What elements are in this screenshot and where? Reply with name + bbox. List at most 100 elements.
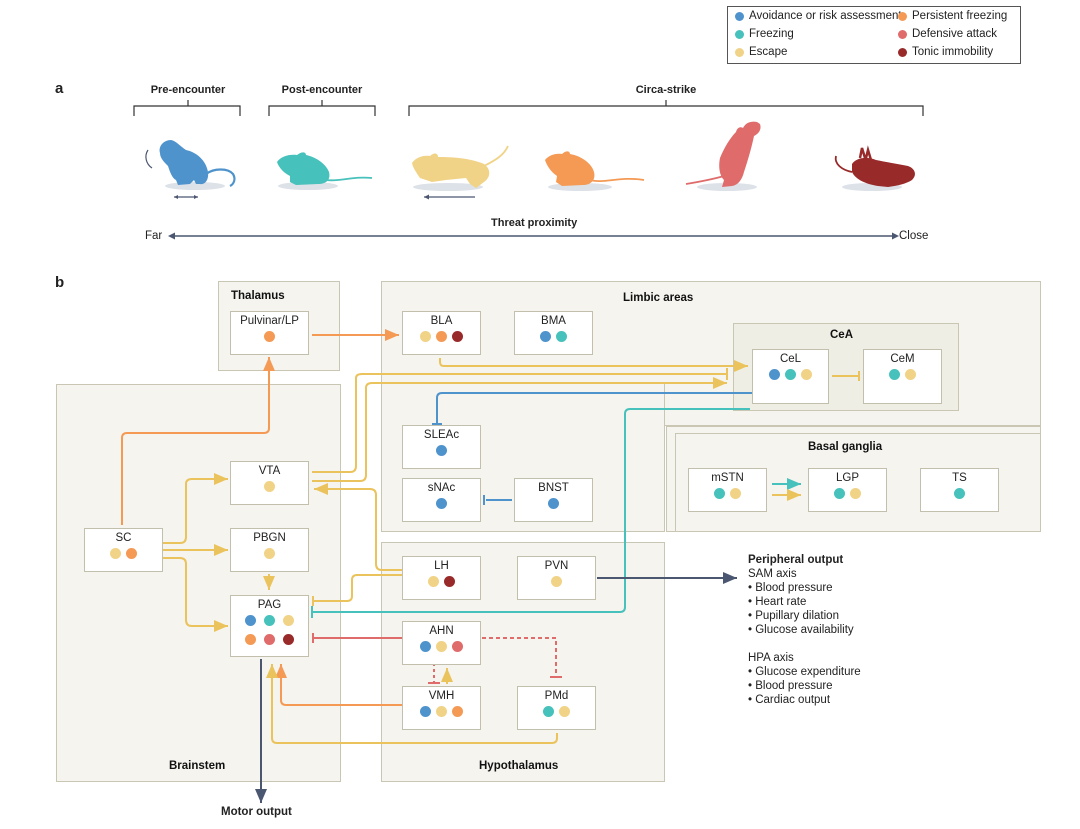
legend-label: Escape bbox=[749, 46, 788, 58]
output-list-item: • Blood pressure bbox=[748, 582, 833, 594]
panel-a-letter: a bbox=[55, 80, 64, 97]
node-label: LH bbox=[434, 560, 449, 572]
axis-label-far: Far bbox=[145, 230, 163, 242]
behavior-dot-escape bbox=[283, 615, 294, 626]
behavior-dots bbox=[864, 369, 941, 380]
phase-label-post-encounter: Post-encounter bbox=[281, 84, 363, 96]
behavior-dot-freezing bbox=[785, 369, 796, 380]
mouse-defensive-attack-icon bbox=[685, 121, 761, 187]
peripheral-output: Peripheral output SAM axis • Blood press… bbox=[748, 553, 861, 707]
behavior-dot-defensive-attack bbox=[452, 641, 463, 652]
legend-label: Defensive attack bbox=[912, 28, 998, 40]
output-list-item: • Glucose availability bbox=[748, 624, 854, 636]
edge-vta-cel bbox=[312, 377, 727, 482]
behavior-dot-persistent-freezing bbox=[264, 331, 275, 342]
axis-arrow-right-icon bbox=[892, 232, 899, 240]
head-turn-arrow-icon bbox=[145, 149, 153, 169]
edge-ahn-pmd bbox=[482, 637, 557, 676]
legend-dot-icon bbox=[898, 29, 907, 39]
behavior-dot-escape bbox=[428, 576, 439, 587]
output-list-item: • Heart rate bbox=[748, 596, 807, 608]
node-bla: BLA bbox=[402, 311, 481, 355]
edge-bla-cel bbox=[439, 358, 733, 367]
legend-dot-icon bbox=[898, 47, 907, 57]
node-label: BNST bbox=[538, 482, 569, 494]
node-pag: PAG bbox=[230, 595, 309, 657]
behavior-legend: Avoidance or risk assessment Freezing Es… bbox=[727, 6, 1021, 64]
behavior-dot-avoidance bbox=[436, 498, 447, 509]
node-label: PAG bbox=[257, 599, 282, 611]
behavior-dot-avoidance bbox=[540, 331, 551, 342]
node-label: BMA bbox=[541, 315, 566, 327]
behavior-dot-freezing bbox=[954, 488, 965, 499]
node-cem: CeM bbox=[863, 349, 942, 404]
node-ahn: AHN bbox=[402, 621, 481, 665]
behavior-dot-freezing bbox=[889, 369, 900, 380]
node-label: BLA bbox=[430, 315, 453, 327]
behavior-dot-persistent-freezing bbox=[126, 548, 137, 559]
behavior-dots bbox=[689, 488, 766, 499]
legend-item-escape: Escape bbox=[735, 46, 787, 58]
behavior-dots bbox=[753, 369, 828, 380]
node-lgp: LGP bbox=[808, 468, 887, 512]
region-title-brainstem: Brainstem bbox=[169, 760, 226, 772]
edge-cea-pag bbox=[313, 408, 750, 613]
threat-proximity-title: Threat proximity bbox=[491, 217, 578, 229]
behavior-dot-escape bbox=[551, 576, 562, 587]
node-ts: TS bbox=[920, 468, 999, 512]
node-pbgn: PBGN bbox=[230, 528, 309, 572]
output-list-item: • Blood pressure bbox=[748, 680, 833, 692]
behavior-dot-escape bbox=[850, 488, 861, 499]
legend-label: Tonic immobility bbox=[912, 46, 994, 58]
edge-cel-sleac bbox=[436, 392, 752, 423]
behavior-dots bbox=[518, 576, 595, 587]
hpa-axis-title: HPA axis bbox=[748, 652, 794, 664]
legend-dot-icon bbox=[898, 11, 907, 21]
legend-label: Freezing bbox=[749, 28, 794, 40]
node-snac: sNAc bbox=[402, 478, 481, 522]
behavior-dot-escape bbox=[264, 548, 275, 559]
behavior-dots bbox=[403, 641, 480, 652]
legend-dot-icon bbox=[735, 47, 744, 57]
behavior-dot-escape bbox=[905, 369, 916, 380]
node-label: PBGN bbox=[253, 532, 286, 544]
behavior-dot-escape bbox=[110, 548, 121, 559]
node-label: SLEAc bbox=[423, 429, 460, 441]
behavior-dot-freezing bbox=[834, 488, 845, 499]
mouse-avoidance-icon bbox=[159, 140, 236, 187]
behavior-dot-freezing bbox=[556, 331, 567, 342]
edge-lh-pag bbox=[314, 574, 403, 602]
node-label: SC bbox=[115, 532, 132, 544]
behavior-dots bbox=[85, 548, 162, 559]
legend-item-tonic-immobility: Tonic immobility bbox=[898, 46, 993, 58]
behavior-dot-persistent-freezing bbox=[245, 634, 256, 645]
node-pulvinar: Pulvinar/LP bbox=[230, 311, 309, 355]
mouse-persistent-freezing-icon bbox=[545, 151, 645, 186]
behavior-dot-avoidance bbox=[420, 706, 431, 717]
node-vmh: VMH bbox=[402, 686, 481, 730]
axis-arrow-left-icon bbox=[168, 232, 175, 240]
region-title-basal-ganglia: Basal ganglia bbox=[808, 441, 883, 453]
node-label: CeM bbox=[890, 353, 915, 365]
bracket-circa-strike bbox=[408, 100, 924, 116]
behavior-dot-freezing bbox=[264, 615, 275, 626]
behavior-dots bbox=[237, 615, 303, 645]
edge-sc-vta bbox=[163, 473, 228, 544]
behavior-dot-escape bbox=[264, 481, 275, 492]
node-label: sNAc bbox=[427, 482, 456, 494]
node-pvn: PVN bbox=[517, 556, 596, 600]
region-brainstem bbox=[56, 384, 341, 782]
behavior-dots bbox=[231, 548, 308, 559]
region-title-limbic: Limbic areas bbox=[623, 292, 694, 304]
mouse-freezing-icon bbox=[277, 152, 373, 185]
mouse-tonic-immobility-icon bbox=[834, 145, 915, 187]
legend-item-freezing: Freezing bbox=[735, 28, 794, 40]
region-title-hypothalamus: Hypothalamus bbox=[479, 760, 559, 772]
behavior-dots bbox=[515, 331, 592, 342]
panel-a-graphics bbox=[133, 100, 924, 240]
behavior-dot-freezing bbox=[543, 706, 554, 717]
legend-item-defensive-attack: Defensive attack bbox=[898, 28, 997, 40]
node-label: PMd bbox=[544, 690, 569, 702]
region-title-thalamus: Thalamus bbox=[231, 290, 285, 302]
behavior-dot-escape bbox=[436, 706, 447, 717]
